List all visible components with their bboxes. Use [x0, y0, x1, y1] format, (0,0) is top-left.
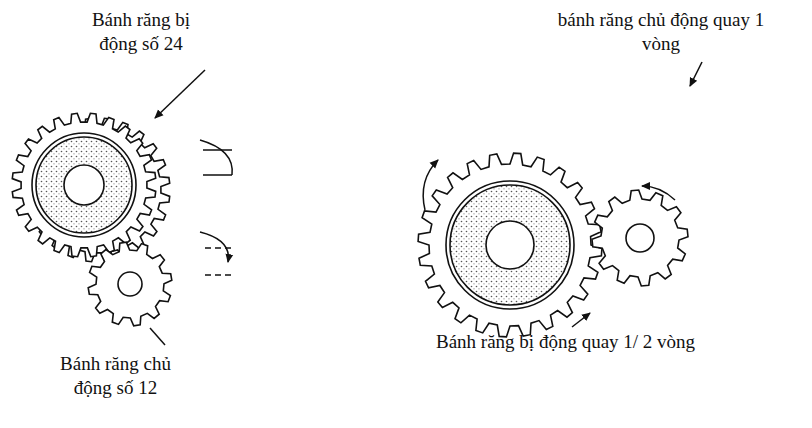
gear-bore: [64, 165, 104, 205]
gear-rim: [32, 133, 136, 237]
driven-gear: [418, 153, 602, 337]
gear-rim: [446, 181, 574, 309]
part-label: bánh răng chủ động quay 1 vòng: [556, 8, 766, 56]
gear-web: [36, 137, 132, 233]
leader-line: [155, 70, 205, 118]
leader-line: [690, 62, 702, 86]
gear-web: [450, 185, 570, 305]
part-label: Bánh răng bị động số 24: [76, 8, 206, 56]
driving-gear: [88, 242, 172, 326]
gear-bore: [118, 272, 142, 296]
rotation-arrow: [200, 232, 228, 262]
part-label: Bánh răng chủ động số 12: [48, 352, 183, 400]
driven-gear: [12, 113, 155, 256]
leader-line: [572, 313, 590, 327]
guide-line: [205, 248, 234, 275]
part-label: Bánh răng bị động quay 1/ 2 vòng: [436, 330, 706, 354]
gear-bore: [626, 224, 654, 252]
rotation-arrow: [642, 186, 675, 200]
driving-gear: [592, 190, 688, 286]
rotation-arrow: [200, 140, 232, 175]
guide-line: [203, 150, 232, 175]
gear-bore: [486, 221, 534, 269]
leader-line: [150, 328, 165, 345]
rotation-arrow: [423, 160, 438, 210]
